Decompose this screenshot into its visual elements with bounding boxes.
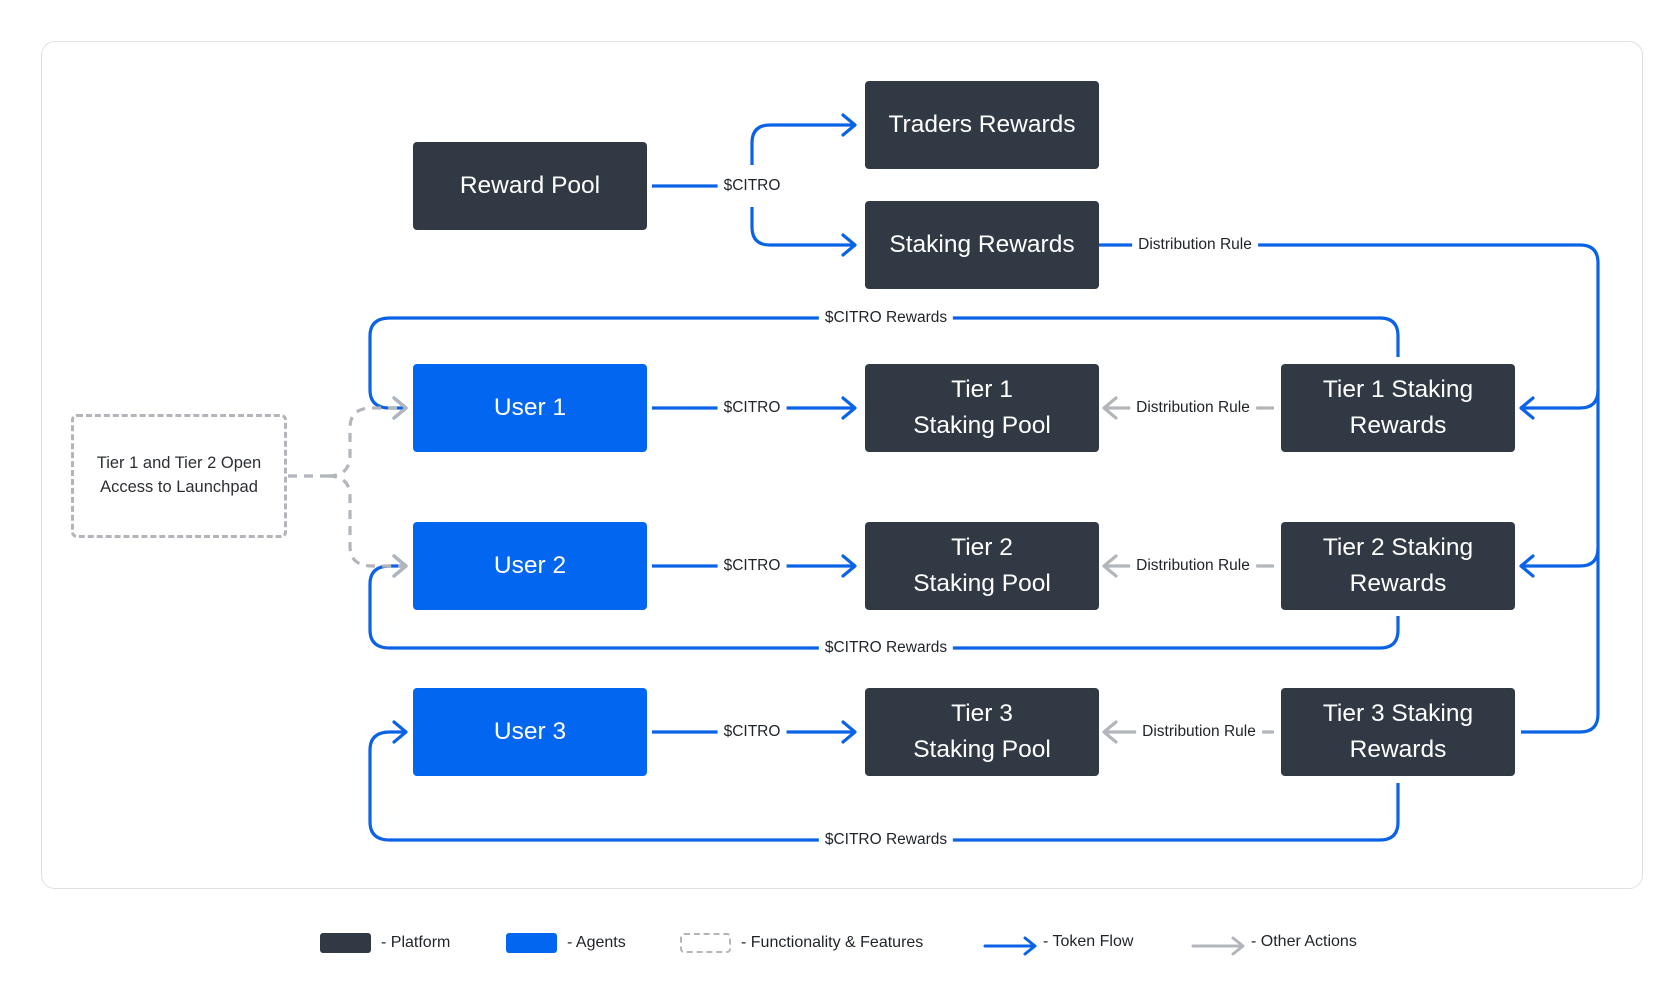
edge-label-distribution-rule-t2: Distribution Rule — [1130, 557, 1256, 575]
user-3-node: User 3 — [413, 688, 647, 776]
token-flow-legend-icon — [983, 936, 1037, 956]
node-label-line1: Tier 3 — [951, 700, 1013, 728]
node-label-line2: Staking Pool — [913, 570, 1051, 597]
user-2-node: User 2 — [413, 522, 647, 610]
edge-label-citro-user3: $CITRO — [717, 723, 787, 741]
flow-line-rewards-loop-1 — [368, 316, 1400, 420]
tier-2-staking-pool-node: Tier 2 Staking Pool — [865, 522, 1099, 610]
node-label-line2: Staking Pool — [913, 412, 1051, 439]
edge-label-citro-top: $CITRO — [717, 177, 787, 195]
legend-label: - Platform — [381, 934, 451, 951]
node-label-line1: Tier 1 — [951, 376, 1013, 404]
node-label-line1: Tier 1 Staking — [1322, 376, 1474, 404]
node-label-line2: Rewards — [1349, 412, 1447, 439]
legend-token-flow: - Token Flow — [1043, 933, 1133, 951]
node-label-line2: Rewards — [1349, 570, 1447, 597]
edge-label-citro-user1: $CITRO — [717, 399, 787, 417]
flow-line-rewards-loop-3 — [368, 720, 1400, 842]
legend-features: - Functionality & Features — [680, 933, 923, 953]
legend-agents: - Agents — [506, 933, 626, 953]
legend-platform: - Platform — [320, 933, 450, 953]
node-label: Traders Rewards — [888, 111, 1076, 139]
node-label: Staking Rewards — [889, 231, 1075, 259]
legend-other-actions: - Other Actions — [1251, 933, 1357, 951]
node-label-line2: Rewards — [1349, 736, 1447, 763]
feature-label-line2: Access to Launchpad — [100, 478, 258, 496]
edge-label-citro-rewards-1: $CITRO Rewards — [818, 309, 954, 327]
legend-label: - Agents — [567, 934, 626, 951]
flow-line-rewards-loop-2 — [368, 554, 1400, 650]
edge-label-citro-user2: $CITRO — [717, 557, 787, 575]
tier-3-staking-pool-node: Tier 3 Staking Pool — [865, 688, 1099, 776]
node-label: User 2 — [493, 552, 567, 580]
legend-label: - Other Actions — [1251, 933, 1357, 950]
feature-label-line1: Tier 1 and Tier 2 Open — [96, 454, 262, 473]
features-swatch — [680, 933, 731, 953]
feature-connector-down — [327, 474, 408, 578]
reward-pool-node: Reward Pool — [413, 142, 647, 230]
flow-line-dist-t2 — [1519, 547, 1600, 578]
traders-rewards-node: Traders Rewards — [865, 81, 1099, 169]
node-label: Reward Pool — [459, 172, 601, 200]
edge-label-distribution-rule-t1: Distribution Rule — [1130, 399, 1256, 417]
edge-label-citro-rewards-2: $CITRO Rewards — [818, 639, 954, 657]
edge-label-distribution-rule-top: Distribution Rule — [1132, 236, 1258, 254]
legend-label: - Functionality & Features — [741, 934, 924, 951]
flow-line-traders — [750, 113, 857, 165]
edge-label-distribution-rule-t3: Distribution Rule — [1136, 723, 1262, 741]
feature-connector-up — [327, 396, 408, 478]
edge-label-citro-rewards-3: $CITRO Rewards — [818, 831, 954, 849]
legend-label: - Token Flow — [1043, 933, 1134, 950]
flow-line-staking — [750, 207, 857, 257]
node-label-line1: Tier 2 Staking — [1322, 534, 1474, 562]
staking-rewards-node: Staking Rewards — [865, 201, 1099, 289]
node-label: User 3 — [493, 718, 567, 746]
node-label-line2: Staking Pool — [913, 736, 1051, 763]
node-label-line1: Tier 3 Staking — [1322, 700, 1474, 728]
other-actions-legend-icon — [1191, 936, 1245, 956]
node-label-line1: Tier 2 — [951, 534, 1013, 562]
flow-line-dist-t1 — [1519, 389, 1600, 420]
node-label: User 1 — [493, 394, 567, 422]
user-1-node: User 1 — [413, 364, 647, 452]
flow-line-distribution-spine — [1099, 243, 1600, 734]
agents-swatch — [506, 933, 557, 953]
platform-swatch — [320, 933, 371, 953]
tier-1-staking-pool-node: Tier 1 Staking Pool — [865, 364, 1099, 452]
